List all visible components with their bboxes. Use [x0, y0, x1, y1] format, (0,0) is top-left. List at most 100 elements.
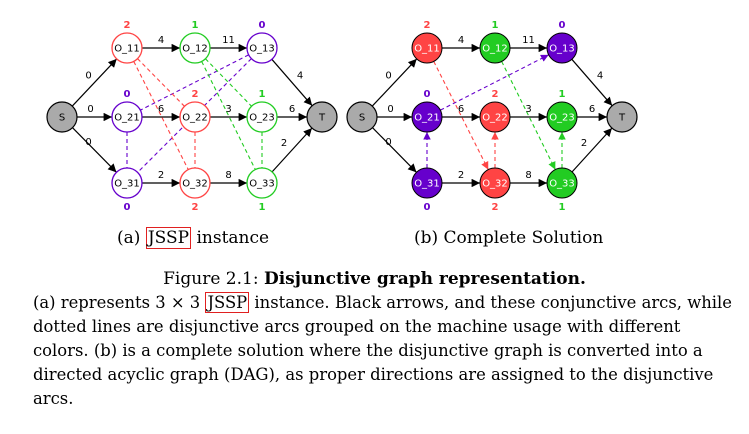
operation-node — [246, 101, 278, 133]
operation-node — [246, 32, 278, 64]
operation-node — [411, 167, 443, 199]
conjunctive-arc — [372, 127, 417, 173]
machine-index-label: 2 — [124, 20, 131, 31]
operation-node-label: O_33 — [249, 179, 275, 190]
operation-node — [479, 167, 511, 199]
disjunctive-arc — [201, 61, 256, 170]
jssp-reference-link[interactable]: JSSP — [145, 227, 192, 249]
jssp-reference-link-caption[interactable]: JSSP — [205, 292, 250, 313]
operation-node-label: O_22 — [482, 113, 508, 124]
operation-node — [179, 167, 211, 199]
operation-node — [479, 32, 511, 64]
conjunctive-arc — [271, 58, 313, 107]
operation-node-label: O_12 — [182, 44, 208, 55]
machine-index-label: 1 — [492, 20, 499, 31]
arc-weight-label: 8 — [225, 170, 231, 181]
arc-weight-label: 0 — [387, 104, 393, 115]
sink-node — [306, 101, 338, 133]
caption-body-suffix: instance. Black arrows, and these conjun… — [33, 293, 732, 408]
arc-weight-label: 0 — [385, 71, 391, 82]
figure-caption-body: (a) represents 3 × 3 JSSP instance. Blac… — [33, 291, 733, 411]
operation-node-label: O_11 — [414, 44, 440, 55]
machine-index-label: 1 — [559, 202, 566, 213]
arc-weight-label: 0 — [87, 104, 93, 115]
operation-node — [411, 32, 443, 64]
operation-node — [546, 101, 578, 133]
machine-index-label: 2 — [492, 89, 499, 100]
operation-node-label: O_32 — [182, 179, 208, 190]
operation-node-label: O_11 — [114, 44, 140, 55]
arc-weight-label: 11 — [522, 35, 535, 46]
machine-index-label: 1 — [559, 89, 566, 100]
machine-index-label: 0 — [424, 89, 431, 100]
source-node — [46, 101, 78, 133]
sink-node-label: T — [618, 113, 626, 124]
conjunctive-arc — [271, 127, 313, 173]
disjunctive-arc — [140, 54, 249, 111]
disjunctive-arc — [133, 61, 189, 170]
arc-weight-label: 4 — [597, 71, 603, 82]
arc-weight-label: 6 — [458, 104, 464, 115]
machine-index-label: 0 — [124, 89, 131, 100]
machine-index-label: 2 — [424, 20, 431, 31]
machine-index-label: 0 — [259, 20, 266, 31]
arc-weight-label: 4 — [458, 35, 464, 46]
figure-label: Figure 2.1: — [163, 269, 264, 289]
subcaption-b: (b) Complete Solution — [414, 228, 604, 248]
operation-node-label: O_31 — [114, 179, 140, 190]
conjunctive-arc — [72, 127, 117, 173]
conjunctive-arc — [71, 58, 118, 107]
operation-node — [179, 32, 211, 64]
arc-weight-label: 2 — [458, 170, 464, 181]
operation-node-label: O_21 — [414, 113, 440, 124]
directed-disjunctive-arc — [440, 54, 549, 111]
operation-node-label: O_33 — [549, 179, 575, 190]
machine-index-label: 2 — [192, 202, 199, 213]
operation-node-label: O_31 — [414, 179, 440, 190]
machine-index-label: 2 — [492, 202, 499, 213]
machine-index-label: 1 — [259, 202, 266, 213]
operation-node-label: O_13 — [549, 44, 575, 55]
directed-disjunctive-arc — [501, 61, 556, 170]
source-node — [346, 101, 378, 133]
subcaption-a: (a) JSSP instance — [117, 227, 270, 249]
machine-index-label: 1 — [192, 20, 199, 31]
arc-weight-label: 6 — [158, 104, 164, 115]
operation-node — [111, 167, 143, 199]
machine-index-label: 2 — [192, 89, 199, 100]
operation-node-label: O_22 — [182, 113, 208, 124]
operation-node — [479, 101, 511, 133]
subcaption-a-suffix: instance — [191, 228, 270, 248]
subcaption-a-prefix: (a) — [117, 228, 146, 248]
arc-weight-label: 2 — [581, 138, 587, 149]
arc-weight-label: 3 — [225, 104, 231, 115]
operation-node-label: O_23 — [549, 113, 575, 124]
source-node-label: S — [359, 113, 365, 124]
operation-node-label: O_23 — [249, 113, 275, 124]
arc-weight-label: 0 — [385, 137, 391, 148]
conjunctive-arc — [571, 58, 613, 107]
arc-weight-label: 6 — [589, 104, 595, 115]
arc-weight-label: 0 — [85, 71, 91, 82]
operation-node — [111, 32, 143, 64]
machine-index-label: 0 — [424, 202, 431, 213]
operation-node — [246, 167, 278, 199]
arc-weight-label: 8 — [525, 170, 531, 181]
directed-disjunctive-arc — [433, 61, 489, 170]
arc-weight-label: 0 — [85, 137, 91, 148]
conjunctive-arc — [571, 127, 613, 173]
operation-node-label: O_12 — [482, 44, 508, 55]
figure-caption-title: Figure 2.1: Disjunctive graph representa… — [0, 269, 749, 289]
arc-weight-label: 11 — [222, 35, 235, 46]
machine-index-label: 1 — [259, 89, 266, 100]
machine-index-label: 0 — [559, 20, 566, 31]
source-node-label: S — [59, 113, 65, 124]
arc-weight-label: 3 — [525, 104, 531, 115]
operation-node — [111, 101, 143, 133]
operation-node — [179, 101, 211, 133]
sink-node-label: T — [318, 113, 326, 124]
operation-node — [546, 167, 578, 199]
